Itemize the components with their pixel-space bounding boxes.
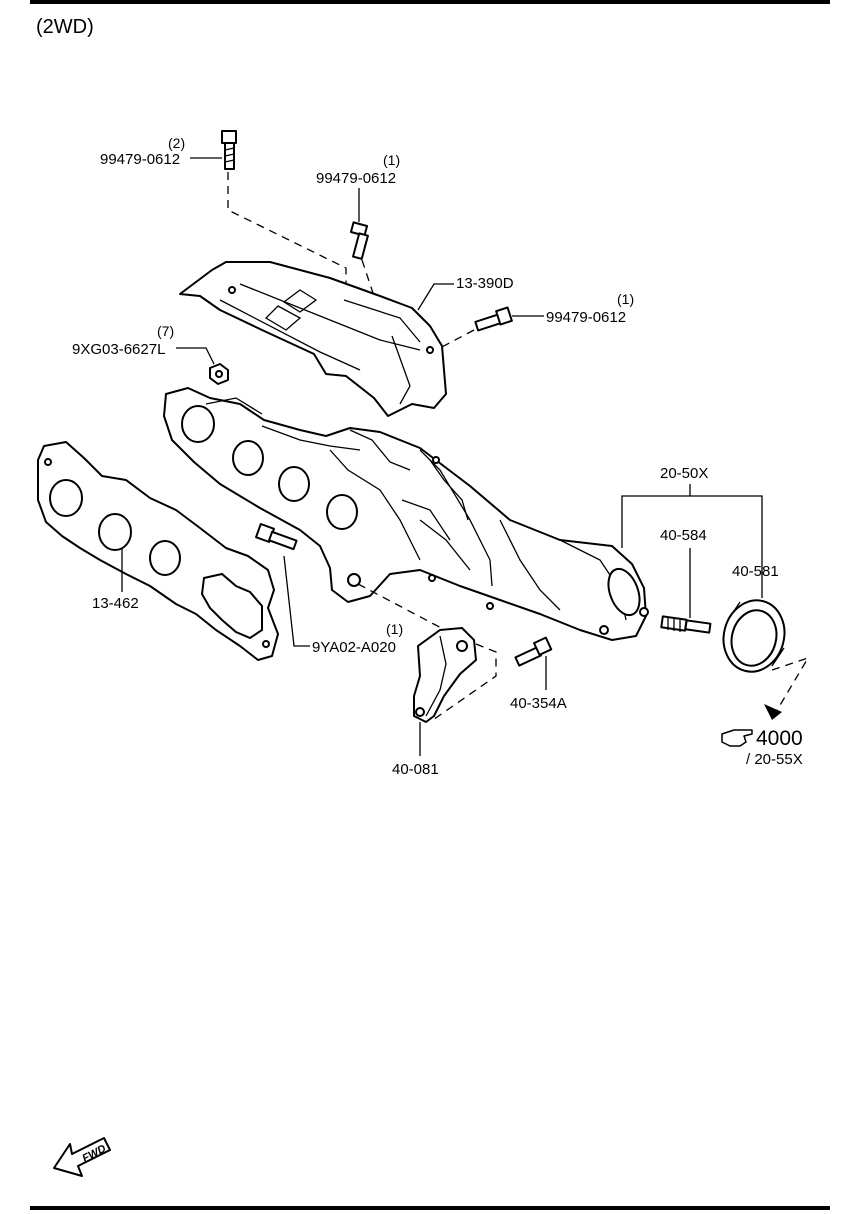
label-stud: 40-584	[660, 527, 707, 544]
label-bolt-left-qty: (2)	[168, 135, 185, 151]
nut[interactable]	[209, 363, 229, 385]
label-bolt-left-code: 99479-0612	[100, 151, 180, 168]
label-ref-sub: / 20-55X	[746, 751, 803, 768]
bolt-top-middle[interactable]	[349, 221, 369, 260]
label-bolt-right-code: 99479-0612	[546, 309, 626, 326]
bracket-bolt[interactable]	[514, 636, 553, 667]
label-ring-gasket: 40-581	[732, 563, 779, 580]
pointing-hand-icon	[721, 729, 753, 747]
variant-title: (2WD)	[36, 16, 94, 38]
label-converter-group: 20-50X	[660, 465, 708, 482]
bolt-right[interactable]	[474, 306, 513, 332]
exhaust-manifold[interactable]	[163, 387, 649, 641]
label-bolt-top-qty: (1)	[383, 152, 400, 168]
arrow-head	[764, 704, 782, 720]
label-stud-bolt-code: 9YA02-A020	[312, 639, 396, 656]
stud-bolt[interactable]	[255, 523, 298, 551]
fwd-arrow: FWD	[53, 1137, 111, 1177]
reference-link[interactable]: 4000 / 20-55X	[721, 727, 803, 768]
label-nut-qty: (7)	[157, 323, 174, 339]
heat-insulator[interactable]	[179, 261, 447, 417]
manifold-gasket[interactable]	[37, 441, 279, 661]
label-bolt-right-qty: (1)	[617, 291, 634, 307]
label-bracket-bolt: 40-354A	[510, 695, 567, 712]
label-heat-insulator: 13-390D	[456, 275, 514, 292]
bolt-top-left[interactable]	[221, 130, 237, 170]
label-bracket: 40-081	[392, 761, 439, 778]
fwd-icon-label: FWD	[80, 1143, 108, 1165]
ring-gasket[interactable]	[716, 593, 793, 678]
stud[interactable]	[660, 615, 712, 634]
label-gasket: 13-462	[92, 595, 139, 612]
label-ref-page: 4000	[756, 727, 803, 750]
label-stud-bolt-qty: (1)	[386, 621, 403, 637]
bracket[interactable]	[413, 627, 477, 723]
label-nut-code: 9XG03-6627L	[72, 341, 165, 358]
label-bolt-top-code: 99479-0612	[316, 170, 396, 187]
